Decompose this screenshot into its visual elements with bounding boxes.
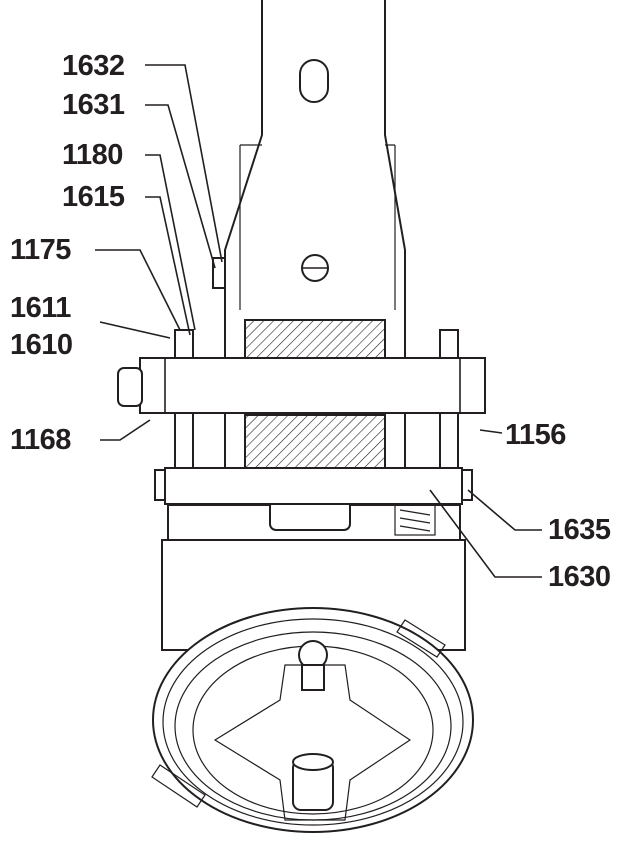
callout-1168: 1168 [10,424,71,456]
callout-1632: 1632 [62,50,125,82]
lower-frame [167,499,461,541]
callout-1175: 1175 [10,234,71,266]
callout-1631: 1631 [62,89,125,121]
bushing-upper [244,319,386,361]
leader-lines [95,64,542,578]
callout-1611: 1611 [10,292,71,324]
callout-1610: 1610 [10,329,73,361]
bushing-lower [244,414,386,471]
pivot-bolt [117,357,486,414]
brake-chamber [151,539,474,833]
callout-1630: 1630 [548,561,611,593]
callout-1156: 1156 [505,419,566,451]
lower-bolt [164,467,463,505]
callout-1635: 1635 [548,514,611,546]
callout-1615: 1615 [62,181,125,213]
callout-1180: 1180 [62,139,123,171]
